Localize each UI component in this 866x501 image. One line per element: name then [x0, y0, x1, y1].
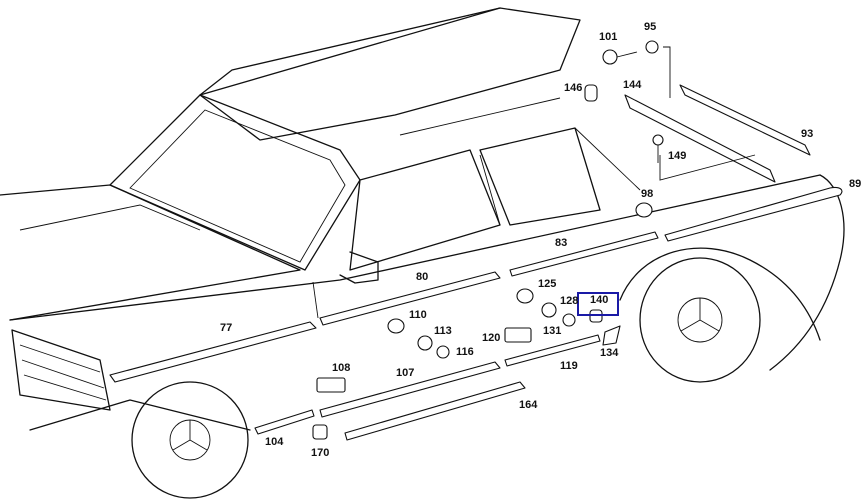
- label-128[interactable]: 128: [560, 295, 579, 307]
- label-116[interactable]: 116: [456, 346, 474, 358]
- front-hub-star: [172, 420, 208, 451]
- molding-93[interactable]: [679, 84, 811, 156]
- grommet-116[interactable]: [436, 345, 450, 359]
- label-120[interactable]: 120: [482, 332, 501, 344]
- rear-side-window: [479, 127, 601, 226]
- clip-95[interactable]: [645, 40, 659, 54]
- label-95[interactable]: 95: [644, 21, 657, 33]
- molding-89[interactable]: [664, 186, 843, 242]
- roof-line: [399, 97, 561, 136]
- label-146[interactable]: 146: [564, 82, 583, 94]
- label-125[interactable]: 125: [538, 278, 557, 290]
- windshield-inner: [129, 109, 346, 263]
- clip-128[interactable]: [541, 302, 557, 318]
- screw-149-head[interactable]: [652, 134, 664, 146]
- molding-119[interactable]: [504, 334, 601, 367]
- roof-front-edge: [199, 7, 501, 96]
- trim-144[interactable]: [624, 94, 776, 183]
- clip-125[interactable]: [516, 288, 534, 304]
- bracket-134[interactable]: [602, 325, 621, 346]
- rear-hub-star: [680, 298, 720, 332]
- front-wheel: [131, 381, 249, 499]
- label-164[interactable]: 164: [519, 399, 538, 411]
- label-93[interactable]: 93: [801, 128, 814, 140]
- windshield: [109, 94, 361, 271]
- label-107[interactable]: 107: [396, 367, 415, 379]
- front-grille: [11, 329, 111, 411]
- label-104[interactable]: 104: [265, 436, 284, 448]
- roof-outline: [199, 7, 581, 141]
- clip-140[interactable]: [589, 309, 603, 323]
- label-119[interactable]: 119: [560, 360, 578, 372]
- molding-80[interactable]: [319, 271, 501, 326]
- label-83[interactable]: 83: [555, 237, 568, 249]
- body-beltline: [9, 174, 821, 321]
- screw-101-shank: [616, 51, 638, 58]
- label-89[interactable]: 89: [849, 178, 862, 190]
- grille-lines: [19, 344, 107, 401]
- screw-101[interactable]: [602, 49, 618, 65]
- bracket-120[interactable]: [504, 327, 532, 343]
- label-144[interactable]: 144: [623, 79, 642, 91]
- rear-fender: [619, 247, 821, 341]
- front-side-window: [349, 149, 501, 271]
- c-pillar: [574, 127, 641, 191]
- molding-164[interactable]: [344, 381, 526, 441]
- label-110[interactable]: 110: [409, 309, 427, 321]
- clip-170[interactable]: [312, 424, 328, 440]
- b-pillar: [479, 154, 501, 226]
- highlight-box-140: [577, 292, 619, 316]
- hood: [0, 184, 301, 321]
- label-140[interactable]: 140: [590, 294, 609, 306]
- leader-95-93: [663, 46, 671, 98]
- molding-77[interactable]: [109, 321, 317, 383]
- label-108[interactable]: 108: [332, 362, 351, 374]
- label-170[interactable]: 170: [311, 447, 330, 459]
- rear-wheel: [639, 257, 761, 383]
- label-77[interactable]: 77: [220, 322, 233, 334]
- label-101[interactable]: 101: [599, 31, 618, 43]
- clip-113[interactable]: [417, 335, 433, 351]
- label-98[interactable]: 98: [641, 188, 654, 200]
- clip-146[interactable]: [584, 84, 598, 102]
- hood-line: [19, 204, 201, 231]
- bracket-108[interactable]: [316, 377, 346, 393]
- molding-83[interactable]: [509, 231, 659, 277]
- leader-149: [659, 154, 756, 181]
- molding-107[interactable]: [319, 361, 501, 418]
- label-131[interactable]: 131: [543, 325, 562, 337]
- molding-104[interactable]: [254, 409, 315, 435]
- clip-110[interactable]: [387, 318, 405, 334]
- label-113[interactable]: 113: [434, 325, 452, 337]
- grommet-131[interactable]: [562, 313, 576, 327]
- body-lower-line: [29, 399, 251, 431]
- grommet-98[interactable]: [635, 202, 653, 218]
- door-gap-front: [312, 281, 319, 319]
- label-134[interactable]: 134: [600, 347, 619, 359]
- side-mirror: [339, 251, 379, 284]
- label-149[interactable]: 149: [668, 150, 687, 162]
- label-80[interactable]: 80: [416, 271, 429, 283]
